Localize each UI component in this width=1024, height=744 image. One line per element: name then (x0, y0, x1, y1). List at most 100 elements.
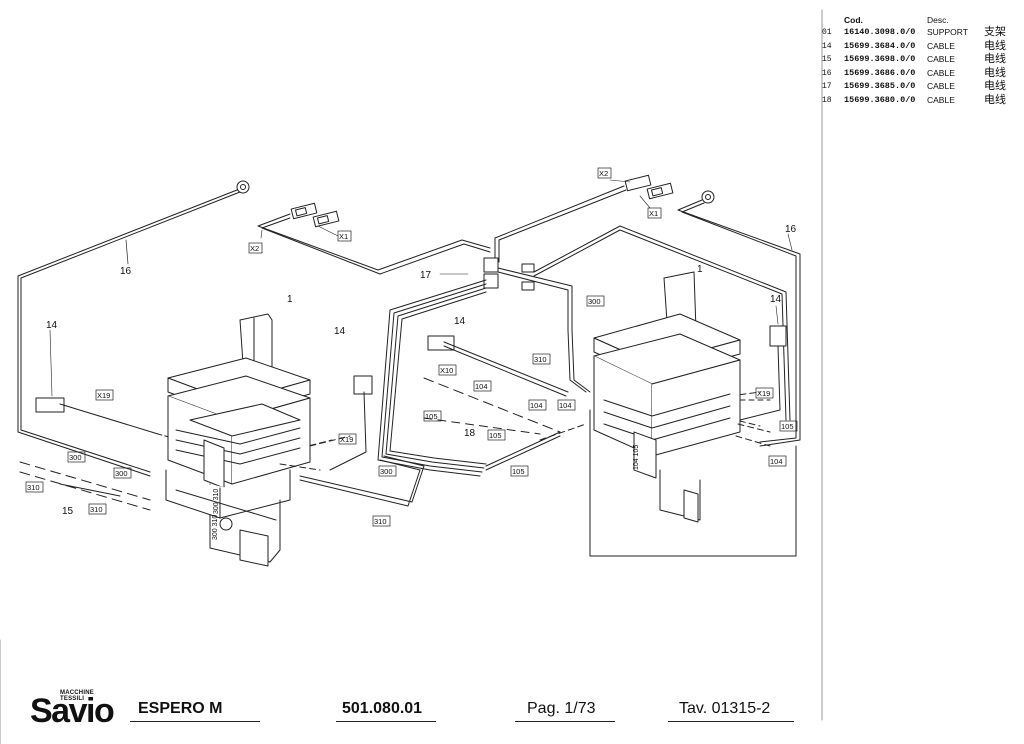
ref-label-300-d: 300 (586, 295, 605, 307)
cable-x1-x2-right (494, 174, 674, 263)
svg-text:310: 310 (534, 355, 547, 364)
cable-15 (19, 461, 151, 511)
cable-14-left (35, 329, 181, 441)
ref-label-x10: X10 (438, 364, 457, 376)
underline (130, 721, 260, 722)
underline (668, 721, 794, 722)
part-description: SUPPORT (927, 27, 968, 37)
svg-text:104: 104 (559, 401, 572, 410)
table-reference: Tav. 01315-2 (679, 700, 771, 717)
vertical-label-300-310-a: 300 310 (213, 489, 220, 514)
underline (336, 721, 436, 722)
part-description: CABLE (927, 67, 955, 78)
cable-x1-x2-left (257, 202, 491, 275)
ref-label-310-c: 310 (372, 515, 391, 527)
ref-label-x19-mid: X19 (338, 433, 357, 445)
callout-14-right: 14 (770, 294, 782, 305)
callout-17: 17 (420, 270, 432, 281)
part-code: 15699.3685.0/0 (844, 81, 916, 92)
svg-text:105: 105 (425, 412, 438, 421)
callout-14-mid: 14 (334, 326, 346, 337)
flat-connector-icon (290, 202, 318, 220)
left-coil-assembly (165, 313, 321, 567)
connector-block-icon (769, 325, 787, 347)
ref-label-300-c: 300 (378, 465, 397, 477)
part-code: 15699.3698.0/0 (844, 54, 916, 65)
svg-text:104: 104 (530, 401, 543, 410)
part-description: CABLE (927, 54, 955, 65)
part-position: 15 (822, 55, 832, 65)
right-coil-assembly (589, 271, 797, 557)
connector-block-icon (427, 335, 455, 351)
svg-text:X1: X1 (649, 209, 658, 218)
ref-label-105-d: 105 (779, 420, 798, 432)
ref-label-104-d: 104 (768, 455, 787, 467)
part-position: 18 (822, 95, 832, 105)
svg-text:300: 300 (380, 467, 393, 476)
svg-text:310: 310 (374, 517, 387, 526)
ref-label-x19-left: X19 (95, 389, 114, 401)
ref-label-104-b: 104 (528, 399, 547, 411)
callout-1-right: 1 (697, 264, 703, 275)
part-position: 14 (822, 41, 832, 51)
ref-label-310-a: 310 (25, 481, 44, 493)
svg-text:105: 105 (512, 467, 525, 476)
part-description: CABLE (927, 94, 955, 105)
svg-text:104: 104 (475, 382, 488, 391)
callout-16-right: 16 (785, 224, 797, 235)
svg-text:X10: X10 (440, 366, 453, 375)
cable-18 (423, 335, 569, 435)
cable-14-right (719, 305, 787, 427)
callout-14-left: 14 (46, 320, 58, 331)
ring-terminal-icon (701, 190, 715, 204)
cable-16-right (677, 190, 801, 447)
part-description-cn: 电线 (984, 53, 1006, 66)
svg-text:X19: X19 (97, 391, 110, 400)
part-code: 15699.3686.0/0 (844, 67, 916, 78)
ref-label-x2-left: X2 (248, 242, 263, 254)
connector-block-icon (353, 375, 373, 395)
svg-text:X2: X2 (250, 244, 259, 253)
part-description: CABLE (927, 40, 955, 51)
part-description-cn: 电线 (984, 39, 1006, 52)
vertical-label-104-105: 104 105 (633, 445, 640, 470)
part-description: CABLE (927, 81, 955, 92)
part-position: 16 (822, 68, 832, 78)
part-description-cn: 支架 (984, 26, 1006, 38)
page-number: Pag. 1/73 (527, 700, 596, 717)
svg-text:300: 300 (588, 297, 601, 306)
ref-label-x1-right: X1 (647, 207, 662, 219)
ref-label-105-c: 105 (510, 465, 529, 477)
svg-text:X1: X1 (339, 232, 348, 241)
ref-label-x2-right: X2 (597, 167, 612, 179)
ref-label-x1-left: X1 (337, 230, 352, 242)
ring-terminal-icon (236, 180, 250, 194)
ref-label-104-c: 104 (557, 399, 576, 411)
callout-14-center: 14 (454, 316, 466, 327)
svg-text:105: 105 (781, 422, 794, 431)
callout-15: 15 (62, 506, 74, 517)
part-description-cn: 电线 (984, 66, 1006, 79)
ref-label-105-a: 105 (423, 410, 442, 422)
svg-text:300: 300 (115, 469, 128, 478)
vertical-label-300-310-b: 300 310 (212, 515, 219, 540)
svg-text:310: 310 (27, 483, 40, 492)
part-description-cn: 电线 (984, 93, 1006, 106)
part-code: 15699.3680.0/0 (844, 94, 916, 105)
title-block: MACCHINE TESSILI Savio ESPERO M 501.080.… (0, 680, 830, 740)
logo-wordmark: Savio (30, 692, 115, 730)
ref-label-300-b: 300 (113, 467, 132, 479)
cable-bundle-17 (299, 225, 791, 507)
ref-label-x19-right: X19 (755, 387, 774, 399)
flat-connector-icon (624, 174, 652, 192)
callout-18: 18 (464, 428, 476, 439)
part-description-cn: 电线 (984, 80, 1006, 93)
drawing-number: 501.080.01 (342, 700, 423, 717)
callout-1-left: 1 (287, 294, 293, 305)
machine-name: ESPERO M (138, 700, 223, 717)
svg-text:104: 104 (770, 457, 783, 466)
flat-connector-icon (312, 210, 340, 228)
part-position: 01 (822, 28, 832, 37)
